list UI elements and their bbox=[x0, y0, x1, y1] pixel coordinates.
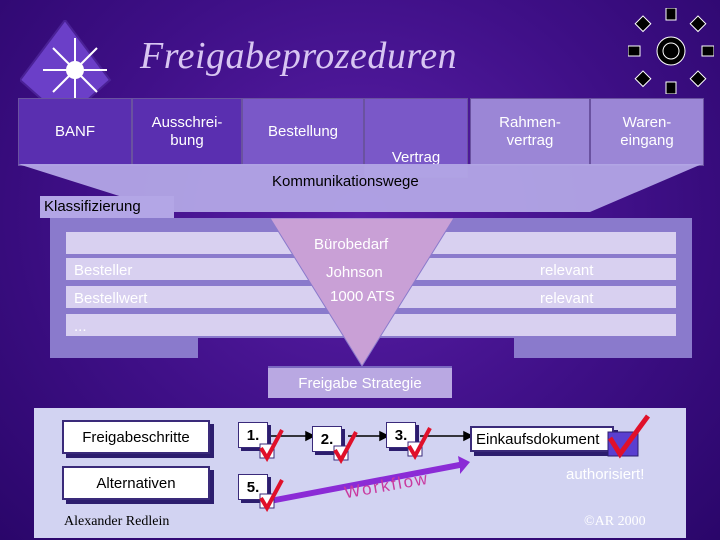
row-label-ellipsis: ... bbox=[74, 318, 87, 335]
author-footer: Alexander Redlein bbox=[64, 514, 170, 529]
row-value-johnson: Johnson bbox=[326, 264, 383, 281]
klassifizierung-tab bbox=[40, 196, 174, 218]
check-5-icon bbox=[259, 479, 284, 512]
circle-badge-icon bbox=[628, 8, 714, 94]
stage-rahmenvertrag[interactable]: Rahmen- vertrag bbox=[470, 98, 590, 166]
communication-funnel bbox=[18, 164, 702, 212]
einkauf-check-icon bbox=[607, 414, 651, 459]
klassifizierung-label: Klassifizierung bbox=[44, 198, 141, 215]
stage-wareneingang[interactable]: Waren- eingang bbox=[590, 98, 704, 166]
stage-banf[interactable]: BANF bbox=[18, 98, 132, 166]
check-3-icon bbox=[407, 427, 432, 460]
row-status-2: relevant bbox=[540, 290, 594, 307]
row-label-besteller: Besteller bbox=[74, 262, 133, 279]
stage-bestellung[interactable]: Bestellung bbox=[242, 98, 364, 166]
freigabeschritte-box[interactable]: Freigabeschritte bbox=[62, 420, 210, 454]
row-status-1: relevant bbox=[540, 262, 594, 279]
row-value-1000-ats: 1000 ATS bbox=[330, 288, 395, 305]
page-title: Freigabeprozeduren bbox=[140, 35, 458, 77]
alternativen-box[interactable]: Alternativen bbox=[62, 466, 210, 500]
check-2-icon bbox=[333, 431, 358, 464]
freigabe-strategie-bar: Freigabe Strategie bbox=[268, 366, 452, 398]
einkaufsdokument-box[interactable]: Einkaufsdokument bbox=[470, 426, 614, 452]
kommunikationswege-label: Kommunikationswege bbox=[272, 173, 419, 190]
check-1-icon bbox=[259, 429, 284, 462]
stage-ausschreibung[interactable]: Ausschrei- bung bbox=[132, 98, 242, 166]
buerobedarf-funnel bbox=[270, 218, 454, 367]
authorisiert-label: authorisiert! bbox=[566, 466, 645, 483]
row-label-bestellwert: Bestellwert bbox=[74, 290, 148, 307]
copyright-footer: ©AR 2000 bbox=[584, 514, 646, 529]
buerobedarf-label: Bürobedarf bbox=[314, 236, 389, 253]
star-logo-icon bbox=[20, 20, 112, 120]
